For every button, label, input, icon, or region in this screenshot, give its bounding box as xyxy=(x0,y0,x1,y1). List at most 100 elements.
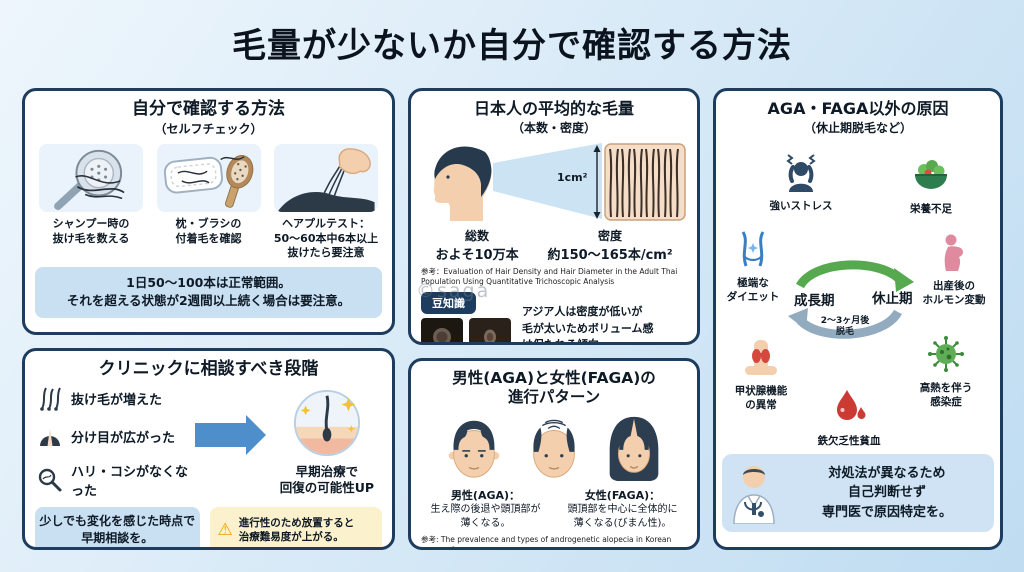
cycle-rest-label: 休止期 xyxy=(872,291,913,308)
head-scalp-diagram xyxy=(433,143,686,222)
density-stat: 密度 約150〜165本/cm² xyxy=(548,227,673,263)
self-check-item-shampoo: シャンプー時の 抜け毛を数える xyxy=(35,144,147,260)
cycle-growth-label: 成長期 xyxy=(794,293,835,310)
male-crown-thinning-icon xyxy=(533,419,575,478)
cause-diet: 極端な ダイエット xyxy=(716,229,798,304)
clinic-result-label: 早期治療で 回復の可能性UP xyxy=(279,464,375,496)
blood-drop-icon xyxy=(837,390,866,421)
hair-parting-icon xyxy=(40,428,60,447)
average-reference-1: 参考：Evaluation of Hair Density and Hair D… xyxy=(421,267,678,287)
left-column: 自分で確認する方法 （セルフチェック） xyxy=(22,88,395,550)
self-check-item-label: ヘアプルテスト： 50〜60本中6本以上 抜けたら要注意 xyxy=(273,217,379,259)
cause-label: 栄養不足 xyxy=(910,203,952,216)
cause-label: 出産後の ホルモン変動 xyxy=(922,280,986,306)
male-receding-hairline-icon xyxy=(448,420,500,478)
causes-diagram: 強いストレス 栄養不足 xyxy=(722,138,994,450)
cause-anemia: 鉄欠乏性貧血 xyxy=(804,387,894,449)
clinic-symptom-row: 抜け毛が増えた xyxy=(37,385,193,412)
asian-hair-cross-section-icon xyxy=(421,318,463,342)
self-check-item-pull-test: ヘアプルテスト： 50〜60本中6本以上 抜けたら要注意 xyxy=(270,144,382,260)
thyroid-icon xyxy=(745,340,777,376)
card-average-volume: 日本人の平均的な毛量 （本数・密度） xyxy=(408,88,700,345)
male-text: 生え際の後退や頭頂部が 薄くなる。 xyxy=(430,504,541,529)
density-label: 密度 xyxy=(598,229,623,244)
watermark: ©saga xyxy=(416,280,491,302)
self-check-item-pillow-brush: 枕・ブラシの 付着毛を確認 xyxy=(153,144,265,260)
clinic-symptom-row: 分け目が広がった xyxy=(37,423,193,449)
card-other-causes: AGA・FAGA以外の原因 （休止期脱毛など） 強いストレス xyxy=(713,88,1003,550)
content-columns: 自分で確認する方法 （セルフチェック） xyxy=(22,88,1003,550)
middle-column: 日本人の平均的な毛量 （本数・密度） xyxy=(408,88,700,550)
female-text: 頭頂部を中心に全体的に 薄くなる(びまん性)。 xyxy=(567,504,678,529)
male-label: 男性(AGA)： xyxy=(450,489,521,503)
cause-label: 極端な ダイエット xyxy=(726,277,780,303)
cause-infection: 高熱を伴う 感染症 xyxy=(901,334,991,409)
average-title: 日本人の平均的な毛量 xyxy=(473,99,634,118)
female-label: 女性(FAGA)： xyxy=(584,489,661,503)
female-diffuse-thinning-icon xyxy=(609,417,659,482)
average-stats: 総数 およそ10万本 密度 約150〜165本/cm² xyxy=(421,227,687,263)
total-value: およそ10万本 xyxy=(435,248,519,264)
hair-pull-icon xyxy=(274,144,378,213)
self-check-item-label: 枕・ブラシの 付着毛を確認 xyxy=(175,217,242,245)
specialist-advice: 対処法が異なるため 自己判断せず 専門医で原因特定を。 xyxy=(722,454,994,533)
right-column: AGA・FAGA以外の原因 （休止期脱毛など） 強いストレス xyxy=(713,88,1003,550)
advice-text: 対処法が異なるため 自己判断せず 専門医で原因特定を。 xyxy=(821,465,952,520)
self-check-subtitle: （セルフチェック） xyxy=(154,122,263,137)
magnifier-icon xyxy=(38,469,62,492)
cause-postpartum: 出産後の ホルモン変動 xyxy=(909,232,999,307)
clinic-result: 早期治療で 回復の可能性UP xyxy=(272,388,382,497)
doctor-icon xyxy=(733,466,775,525)
normal-range-note: 1日50〜100本は正常範囲。 それを超える状態が2週間以上続く場合は要注意。 xyxy=(35,267,382,318)
cause-nutrition: 栄養不足 xyxy=(886,155,976,217)
cycle-shed-label: 2〜3ヶ月後 脱毛 xyxy=(820,316,870,338)
pregnant-icon xyxy=(944,234,964,272)
clinic-warning-text: 進行性のため放置すると 治療難易度が上がる。 xyxy=(238,517,355,544)
shower-hair-icon xyxy=(39,144,143,213)
trivia-section: 豆知識 Asian xyxy=(421,292,687,345)
scale-label: 1cm² xyxy=(557,171,588,185)
trivia-badge: 豆知識 xyxy=(421,292,476,315)
clinic-note: 少しでも変化を感じた時点で 早期相談を。 xyxy=(35,507,200,547)
other-causes-title: AGA・FAGA以外の原因 xyxy=(767,99,949,118)
page-title: 毛量が少ないか自分で確認する方法 xyxy=(232,26,792,66)
male-description: 男性(AGA)： 生え際の後退や頭頂部が 薄くなる。 xyxy=(421,487,550,530)
caucasian-hair-sample: Caucasin xyxy=(469,318,512,342)
density-value: 約150〜165本/cm² xyxy=(547,248,673,264)
self-check-item-label: シャンプー時の 抜け毛を数える xyxy=(52,217,130,245)
cause-stress: 強いストレス xyxy=(756,152,846,214)
waist-diet-icon xyxy=(741,231,765,267)
card-clinic: クリニックに相談すべき段階 抜け毛が増えた xyxy=(22,348,395,550)
clinic-title: クリニックに相談すべき段階 xyxy=(98,359,319,379)
hair-strands-icon xyxy=(40,387,61,412)
right-arrow-icon xyxy=(194,415,266,456)
cycle-arrows-icon xyxy=(788,260,914,339)
clinic-symptom-row: ハリ・コシがなくなった xyxy=(37,461,193,499)
clinic-symptom-label: 抜け毛が増えた xyxy=(71,392,163,408)
follicle-icon xyxy=(293,390,360,457)
average-subtitle: （本数・密度） xyxy=(511,121,596,136)
pattern-descriptions: 男性(AGA)： 生え際の後退や頭頂部が 薄くなる。 女性(FAGA)： 頭頂部… xyxy=(421,487,687,530)
salad-icon xyxy=(915,160,947,190)
cause-label: 強いストレス xyxy=(769,200,833,213)
clinic-bottom: 少しでも変化を感じた時点で 早期相談を。 ⚠ 進行性のため放置すると 治療難易度… xyxy=(35,507,382,547)
other-causes-subtitle: （休止期脱毛など） xyxy=(803,121,912,136)
cause-thyroid: 甲状腺機能 の異常 xyxy=(716,337,806,412)
trivia-text: アジア人は密度が低いが 毛が太いためボリューム感 は保たれる傾向。 xyxy=(521,305,654,345)
caucasian-hair-cross-section-icon xyxy=(469,318,511,342)
virus-icon xyxy=(928,336,964,373)
card-progression-pattern: 男性(AGA)と女性(FAGA)の 進行パターン xyxy=(408,358,700,550)
pattern-reference: 参考: The prevalence and types of androgen… xyxy=(421,535,672,550)
card-self-check: 自分で確認する方法 （セルフチェック） xyxy=(22,88,395,335)
total-stat: 総数 およそ10万本 xyxy=(435,227,518,263)
clinic-main: 抜け毛が増えた 分け目が広がった xyxy=(35,385,382,499)
asian-hair-sample: Asian xyxy=(421,318,463,342)
pattern-title: 男性(AGA)と女性(FAGA)の 進行パターン xyxy=(452,369,656,406)
female-description: 女性(FAGA)： 頭頂部を中心に全体的に 薄くなる(びまん性)。 xyxy=(558,487,687,530)
warning-icon: ⚠ xyxy=(217,519,233,540)
cause-label: 甲状腺機能 の異常 xyxy=(734,385,788,411)
total-label: 総数 xyxy=(465,229,490,244)
cause-label: 鉄欠乏性貧血 xyxy=(817,435,881,448)
pattern-heads xyxy=(421,411,687,483)
clinic-symptom-label: ハリ・コシがなくなった xyxy=(71,465,189,500)
